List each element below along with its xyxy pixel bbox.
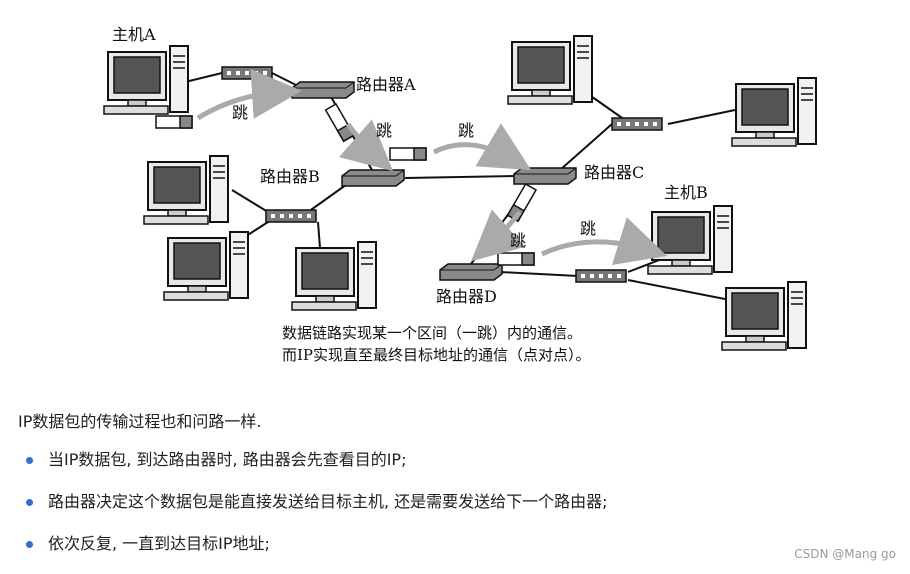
router-d-label: 路由器D xyxy=(436,287,497,306)
list-item-text: 当IP数据包, 到达路由器时, 路由器会先查看目的IP; xyxy=(48,450,407,469)
router-b-icon xyxy=(341,169,405,187)
hop-label: 跳 xyxy=(510,231,526,250)
router-b-label: 路由器B xyxy=(260,167,320,186)
hop-label: 跳 xyxy=(376,121,392,140)
list-item: 依次反复, 一直到达目标IP地址; xyxy=(20,532,608,574)
hub-icon xyxy=(221,66,273,80)
packet-icon xyxy=(324,103,355,142)
hop-label: 跳 xyxy=(580,219,596,238)
computer-icon xyxy=(291,241,377,311)
network-routing-diagram: 主机A 路由器A 路由器B 路由器C 主机B 路由器D 跳 跳 跳 跳 跳 数据… xyxy=(103,25,817,364)
diagram-caption-line-1: 数据链路实现某一个区间（一跳）内的通信。 xyxy=(282,324,582,342)
hub-icon xyxy=(265,209,317,223)
hop-arrows xyxy=(196,68,668,265)
packet-icon xyxy=(497,252,535,266)
router-a-label: 路由器A xyxy=(356,75,416,94)
list-item: 当IP数据包, 到达路由器时, 路由器会先查看目的IP; xyxy=(20,448,608,490)
bullet-icon xyxy=(26,457,33,464)
bullet-icon xyxy=(26,541,33,548)
computer-icon xyxy=(721,281,807,351)
computer-icon xyxy=(731,77,817,147)
packet-icon xyxy=(506,183,537,222)
computer-icon xyxy=(507,35,593,105)
bullet-icon xyxy=(26,499,33,506)
watermark: CSDN @Mang go xyxy=(794,547,896,561)
hub-icon xyxy=(575,269,627,283)
hop-label: 跳 xyxy=(232,103,248,122)
host-a-computer-icon xyxy=(103,45,189,115)
host-a-label: 主机A xyxy=(112,25,156,44)
hop-label: 跳 xyxy=(458,121,474,140)
router-a-icon xyxy=(291,81,355,99)
host-b-computer-icon xyxy=(647,205,733,275)
packet-icon xyxy=(389,147,427,161)
packet-icon xyxy=(155,115,193,129)
router-d-icon xyxy=(439,263,503,281)
list-item-text: 路由器决定这个数据包是能直接发送给目标主机, 还是需要发送给下一个路由器; xyxy=(48,492,608,511)
diagram-caption-line-2: 而IP实现直至最终目标地址的通信（点对点）。 xyxy=(282,346,591,364)
steps-list: 当IP数据包, 到达路由器时, 路由器会先查看目的IP; 路由器决定这个数据包是… xyxy=(20,448,608,574)
computer-icon xyxy=(143,155,229,225)
host-b-label: 主机B xyxy=(664,183,708,202)
router-c-label: 路由器C xyxy=(584,163,644,182)
intro-paragraph: IP数据包的传输过程也和问路一样. xyxy=(18,412,262,431)
list-item: 路由器决定这个数据包是能直接发送给目标主机, 还是需要发送给下一个路由器; xyxy=(20,490,608,532)
router-c-icon xyxy=(513,167,577,185)
hub-icon xyxy=(611,117,663,131)
list-item-text: 依次反复, 一直到达目标IP地址; xyxy=(48,534,270,553)
computer-icon xyxy=(163,231,249,301)
